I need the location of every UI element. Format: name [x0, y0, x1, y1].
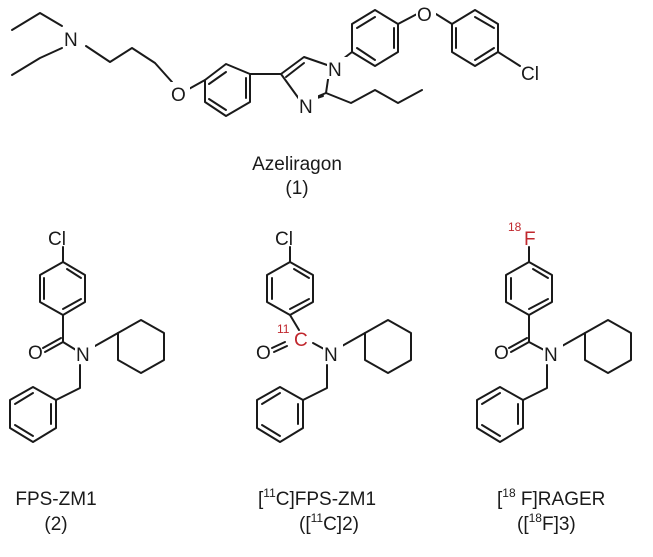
c11-fps-zm1-number: ([11C]2) — [299, 511, 359, 535]
f18-rager-carbonyl-o: O — [494, 343, 509, 364]
f18-rager-structure: 18 F O N — [476, 220, 632, 443]
azeliragon-imidazole-n1: N — [328, 60, 342, 81]
fps-zm1-carbonyl-o: O — [28, 343, 43, 364]
azeliragon-name: Azeliragon — [252, 154, 342, 175]
c11-fps-zm1-amide-n: N — [324, 345, 338, 366]
fps-zm1-structure: Cl O N — [9, 229, 165, 443]
fps-zm1-chlorine: Cl — [48, 229, 66, 250]
c11-fps-zm1-carbonyl-o: O — [256, 343, 271, 364]
azeliragon-ether-o-right: O — [417, 5, 432, 26]
c11-fps-zm1-chlorine: Cl — [275, 229, 293, 250]
f18-rager-fluorine: F — [524, 229, 536, 250]
c11-fps-zm1-labeled-carbon: C — [294, 330, 308, 351]
c11-fps-zm1-structure: Cl O 11 C N — [256, 229, 412, 443]
f18-rager-isotope-number: 18 — [508, 220, 522, 234]
fps-zm1-name: FPS-ZM1 — [15, 489, 96, 510]
azeliragon-structure: N O N N O Cl — [11, 3, 539, 118]
azeliragon-imidazole-n3: N — [299, 97, 313, 118]
fps-zm1-amide-n: N — [76, 345, 90, 366]
azeliragon-number: (1) — [285, 178, 308, 199]
c11-fps-zm1-isotope-number: 11 — [277, 322, 290, 336]
fps-zm1-number: (2) — [44, 514, 67, 535]
azeliragon-ether-o-left: O — [171, 85, 186, 106]
c11-fps-zm1-name: [11C]FPS-ZM1 — [258, 486, 376, 510]
f18-rager-number: ([18F]3) — [517, 511, 576, 535]
f18-rager-name: [18 F]RAGER — [497, 486, 605, 510]
azeliragon-amine-n: N — [64, 30, 78, 51]
azeliragon-chlorine: Cl — [521, 64, 539, 85]
f18-rager-amide-n: N — [544, 345, 558, 366]
